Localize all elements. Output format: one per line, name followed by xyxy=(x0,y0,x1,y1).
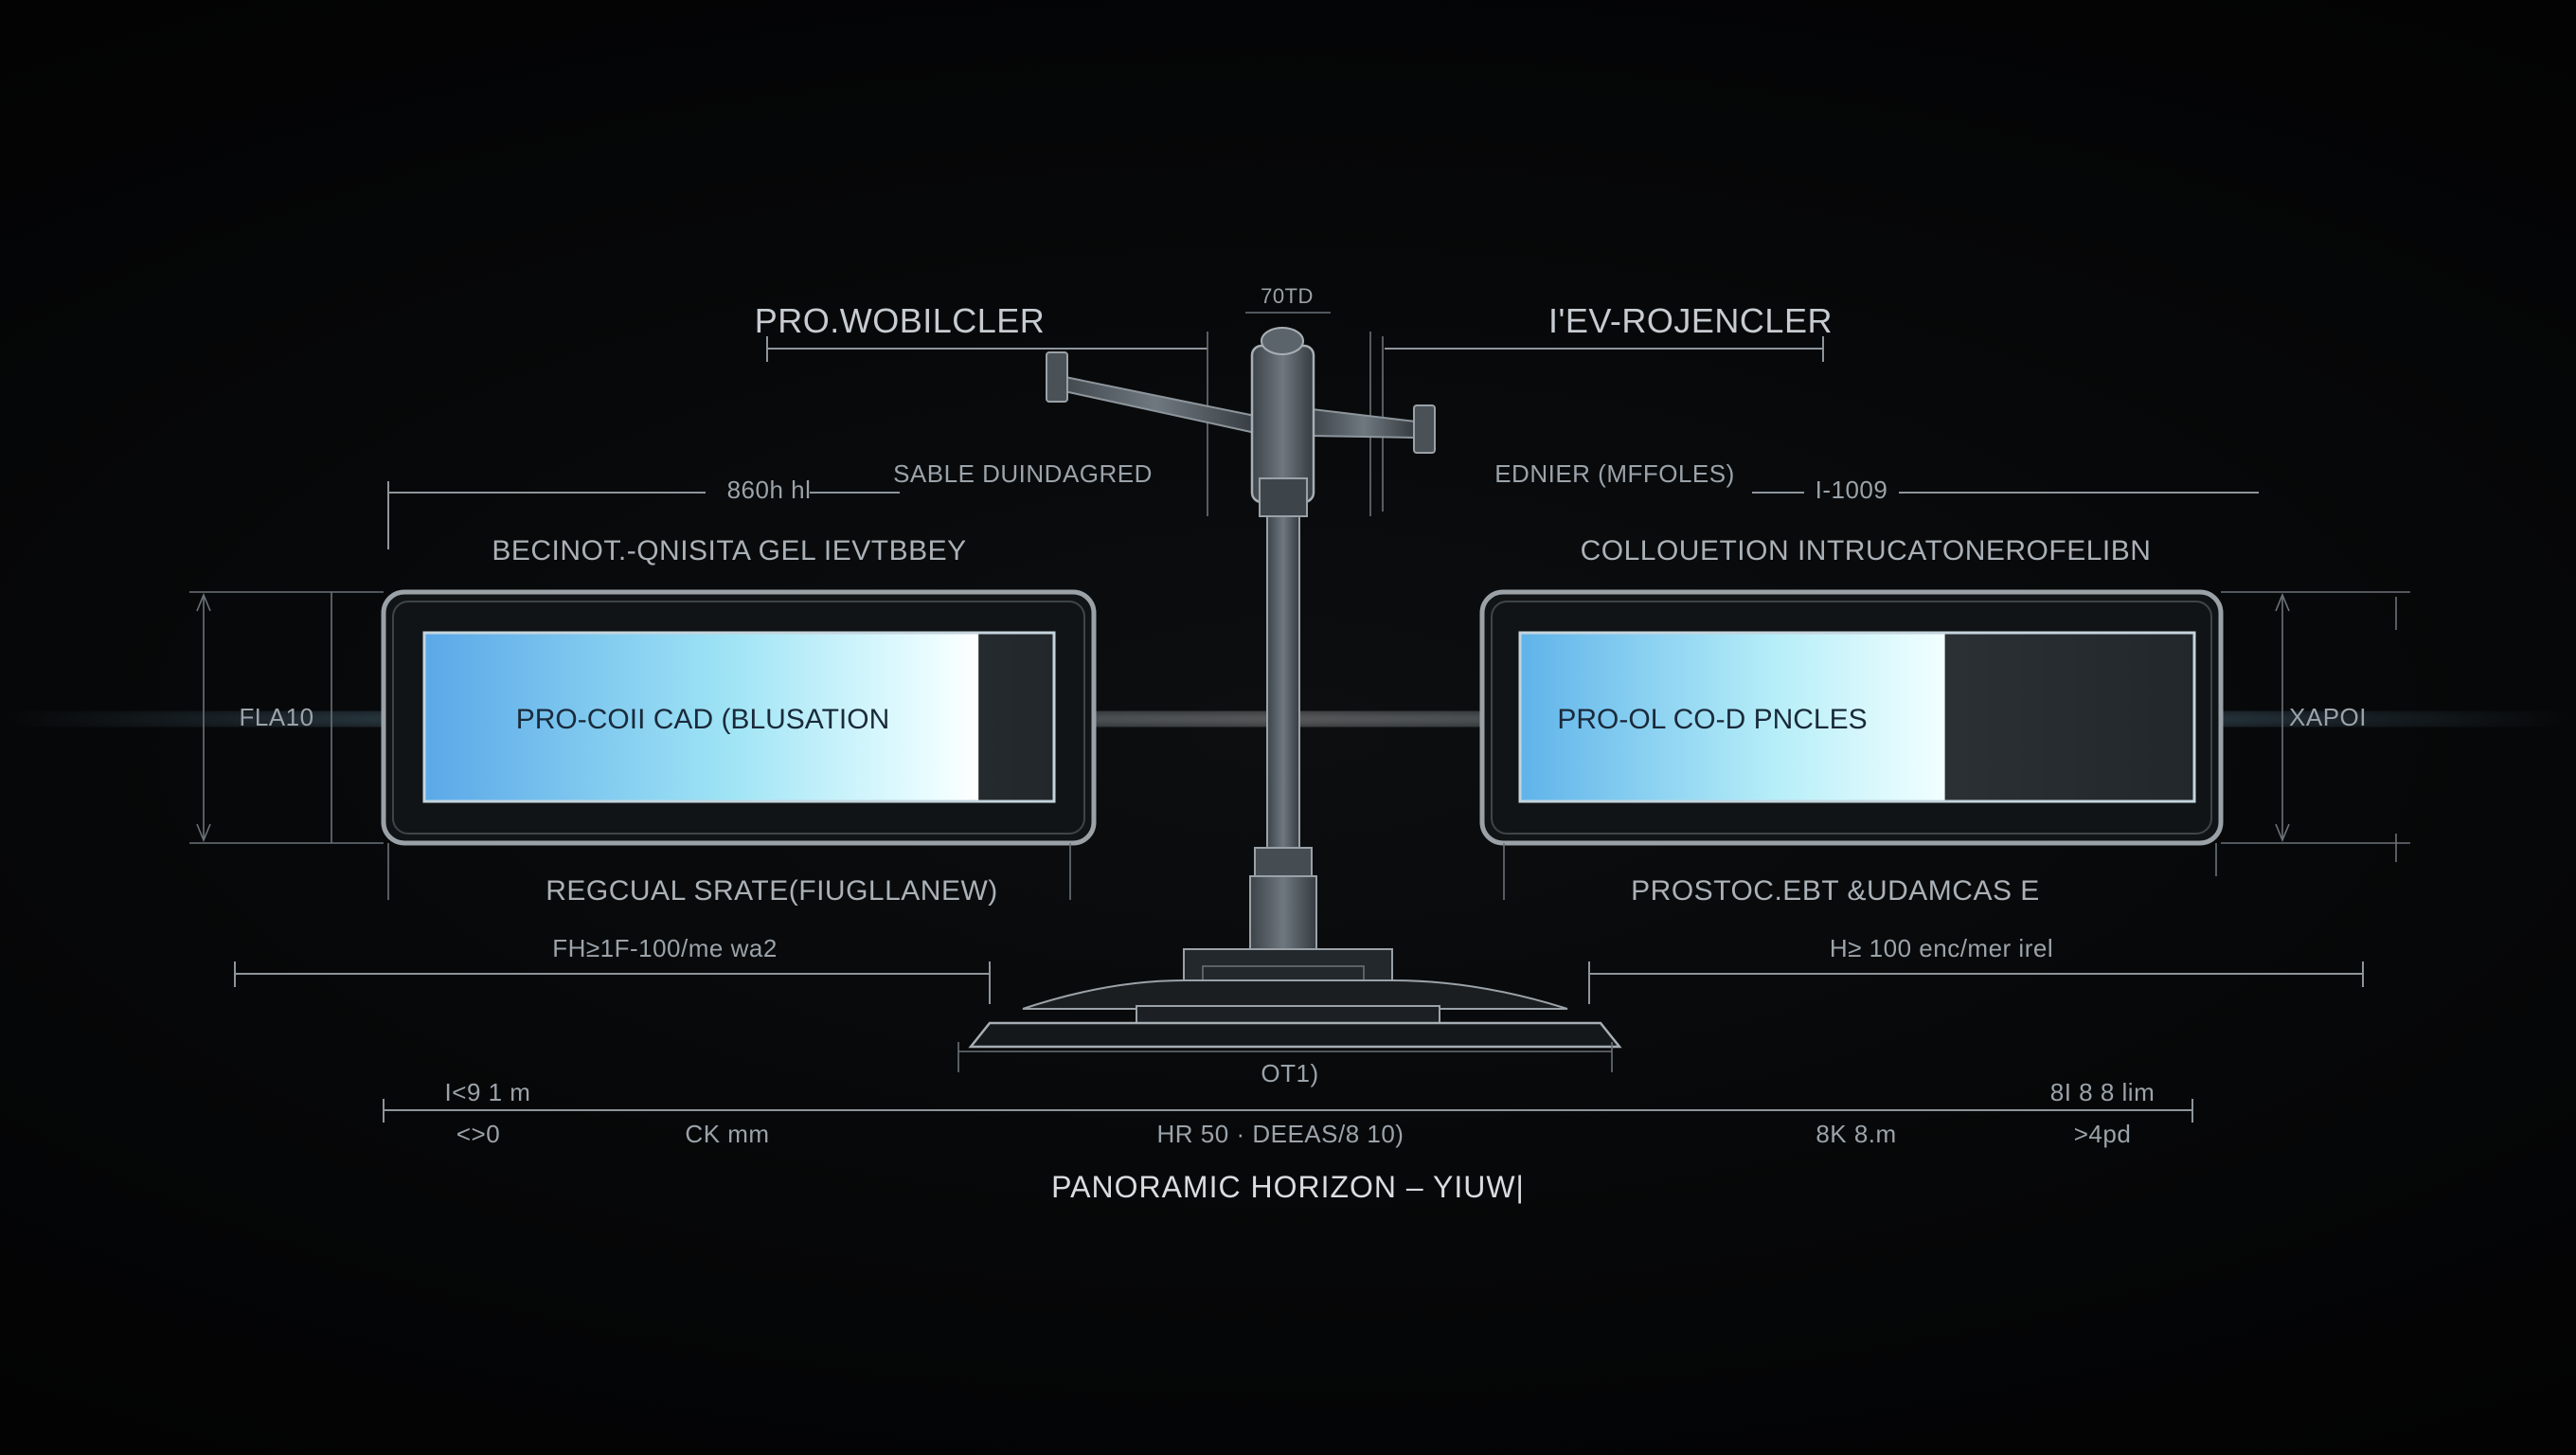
left-panel-fill xyxy=(424,633,979,801)
left-range-label: FH≥1F-100/me wa2 xyxy=(552,934,778,962)
base-label: OT1) xyxy=(1261,1059,1319,1087)
right-side-dim: XAPOI xyxy=(2289,703,2367,731)
left-below-label: REGCUAL SRATE(FIUGLLANEW) xyxy=(546,875,998,907)
right-range-label: H≥ 100 enc/mer irel xyxy=(1829,934,2054,962)
left-range-line xyxy=(234,961,991,1004)
top-left-dimension xyxy=(766,336,1208,362)
ruler-tick-3: HR 50 · DEEAS/8 10) xyxy=(1156,1120,1404,1148)
caption-title: PANORAMIC HORIZON – YIUW| xyxy=(1051,1170,1525,1204)
right-panel-label: PRO-OL CO-D PNCLES xyxy=(1557,704,1868,735)
left-panel xyxy=(381,589,1097,846)
left-secondary-dimension xyxy=(387,481,900,549)
right-title: COLLOUETION INTRUCATONEROFELIBN xyxy=(1580,535,2152,566)
left-dim-top: 860h hl xyxy=(726,476,812,504)
right-header: I'EV-ROJENCLER xyxy=(1548,301,1833,340)
right-dim-top: I-1009 xyxy=(1815,476,1888,504)
top-right-dimension xyxy=(1385,336,1824,362)
bottom-ruler xyxy=(383,1099,2193,1123)
right-height-dimension xyxy=(1503,591,2410,900)
right-below-label: PROSTOC.EBT &UDAMCAS E xyxy=(1631,875,2040,907)
right-sub-header: EDNIER (MFFOLES) xyxy=(1494,459,1735,488)
ruler-tick-4: 8K 8.m xyxy=(1816,1120,1897,1148)
right-panel-fill xyxy=(1520,633,1945,801)
center-tag: 70TD xyxy=(1261,284,1314,308)
balance-scale xyxy=(957,327,1622,1072)
left-title: BECINOT.-QNISITA GEL IEVTBBEY xyxy=(492,535,967,566)
ruler-top-right: 8I 8 8 lim xyxy=(2049,1078,2156,1106)
ruler-tick-2: CK mm xyxy=(685,1120,770,1148)
ruler-tick-5: >4pd xyxy=(2073,1120,2132,1148)
right-panel xyxy=(1479,589,2224,846)
ruler-tick-1: <>0 xyxy=(456,1120,501,1148)
left-side-dim: FLA10 xyxy=(239,703,314,731)
left-sub-header: SABLE DUINDAGRED xyxy=(893,459,1153,488)
ruler-top-left: I<9 1 m xyxy=(444,1078,531,1106)
left-height-dimension xyxy=(189,591,1071,900)
left-panel-label: PRO-COII CAD (BLUSATION xyxy=(515,704,890,735)
right-range-line xyxy=(1588,961,2364,1004)
left-header: PRO.WOBILCLER xyxy=(754,301,1046,340)
